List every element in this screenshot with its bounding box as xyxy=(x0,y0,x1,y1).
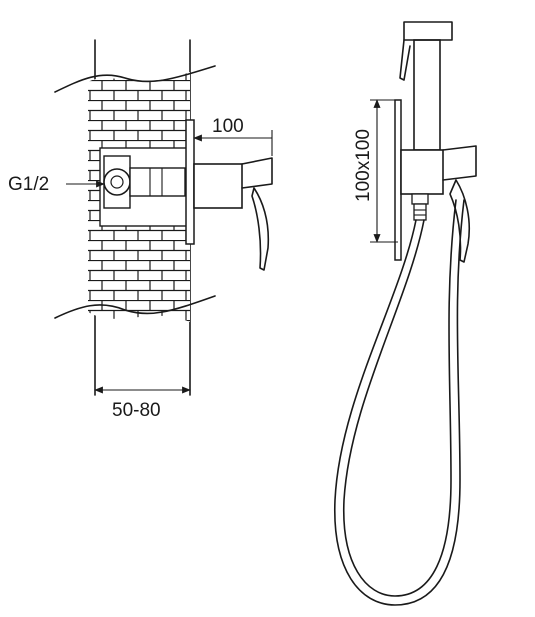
dim-plate-label: 100x100 xyxy=(353,129,374,202)
break-line-bottom xyxy=(54,295,216,319)
shower-head-body xyxy=(413,39,441,151)
hygienic-shower-assembly: 100x100 xyxy=(334,21,477,606)
thread-size-label: G1/2 xyxy=(8,174,49,195)
shower-head-top xyxy=(403,21,453,41)
hose-outer xyxy=(334,199,465,606)
mixer-body xyxy=(193,163,243,209)
dim-projection-label: 100 xyxy=(212,116,244,137)
dim-wall-depth-label: 50-80 xyxy=(112,400,161,421)
wall-section: 100 G1/2 50-80 xyxy=(8,39,273,421)
cartridge xyxy=(129,167,186,197)
mixer-lever xyxy=(251,187,270,271)
hose-connector xyxy=(413,203,427,221)
thread-inlet-inner xyxy=(110,175,124,189)
hose-connector-nut xyxy=(411,193,429,205)
mixer-block xyxy=(400,149,444,195)
break-line-top xyxy=(54,65,216,93)
hose-inner xyxy=(343,199,457,597)
cover-plate xyxy=(185,119,195,245)
wall-plate-side xyxy=(394,99,402,261)
shower-head-trigger xyxy=(399,39,411,81)
lever-top xyxy=(442,145,477,181)
mixer-lever-top xyxy=(241,157,273,189)
